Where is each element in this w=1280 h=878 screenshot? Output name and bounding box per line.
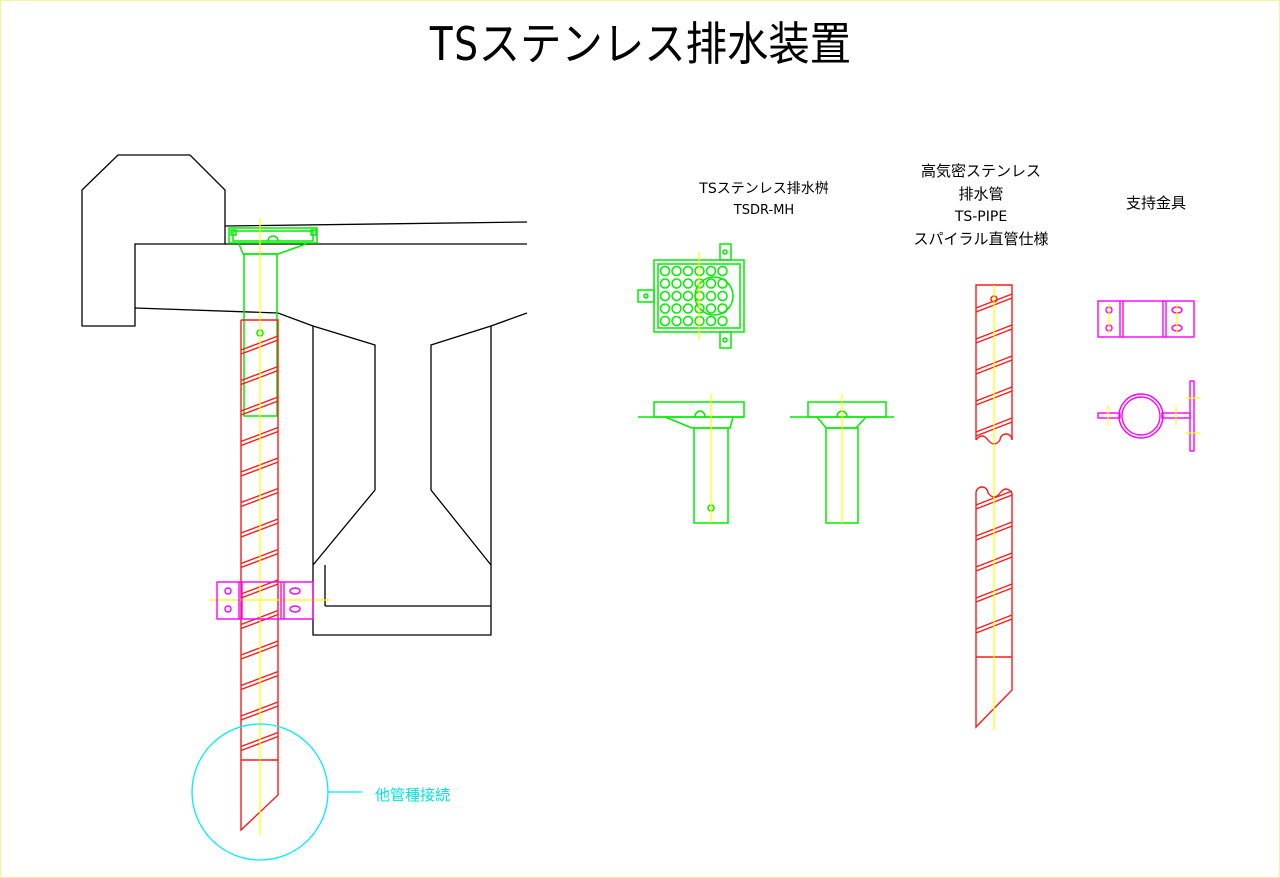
- grate-hole: [671, 303, 682, 314]
- connection-label: 他管種接続: [375, 786, 450, 804]
- grate-hole: [705, 265, 717, 277]
- grate-hole: [682, 278, 694, 289]
- grate-hole: [659, 290, 671, 302]
- grate-hole: [682, 265, 694, 277]
- pipe-label-1: 高気密ステンレス: [921, 162, 1041, 180]
- pipe-label-2: 排水管: [958, 185, 1003, 203]
- grate-hole: [671, 278, 682, 289]
- grate-hole: [705, 315, 717, 327]
- pipe-label-3: TS-PIPE: [954, 209, 1007, 225]
- grate-hole: [659, 278, 671, 289]
- installed-support-bracket: [216, 581, 314, 620]
- grate-hole: [717, 278, 728, 289]
- grate-hole: [659, 265, 671, 277]
- basin-label-2: TSDR-MH: [733, 203, 794, 218]
- pipe-label-4: スパイラル直管仕様: [913, 230, 1048, 248]
- basin-plan-view: [637, 243, 745, 349]
- basin-side-view-2: [790, 394, 894, 524]
- support-bracket-detail: [1097, 300, 1200, 452]
- spiral-pipe-detail: [975, 284, 1013, 730]
- bracket-label: 支持金具: [1126, 194, 1186, 212]
- basin-side-view-1: [638, 394, 745, 524]
- connection-callout: 他管種接続: [191, 723, 450, 861]
- grate-hole: [705, 290, 717, 302]
- grate-hole: [717, 290, 728, 302]
- grate-hole: [717, 315, 728, 327]
- grate-hole: [705, 278, 717, 289]
- grate-hole: [671, 290, 682, 302]
- grate-hole: [705, 303, 717, 314]
- grate-hole: [671, 265, 682, 277]
- bridge-structure: [81, 154, 528, 636]
- grate-hole: [717, 303, 728, 314]
- drawing-title: TSステンレス排水装置: [429, 18, 851, 72]
- basin-label-1: TSステンレス排水桝: [698, 181, 828, 197]
- grate-hole: [659, 315, 671, 327]
- grate-hole: [717, 265, 728, 277]
- grate-hole: [682, 290, 694, 302]
- grate-hole: [671, 315, 682, 327]
- grate-hole: [659, 303, 671, 314]
- grate-hole: [682, 303, 694, 314]
- grate-hole: [682, 315, 694, 327]
